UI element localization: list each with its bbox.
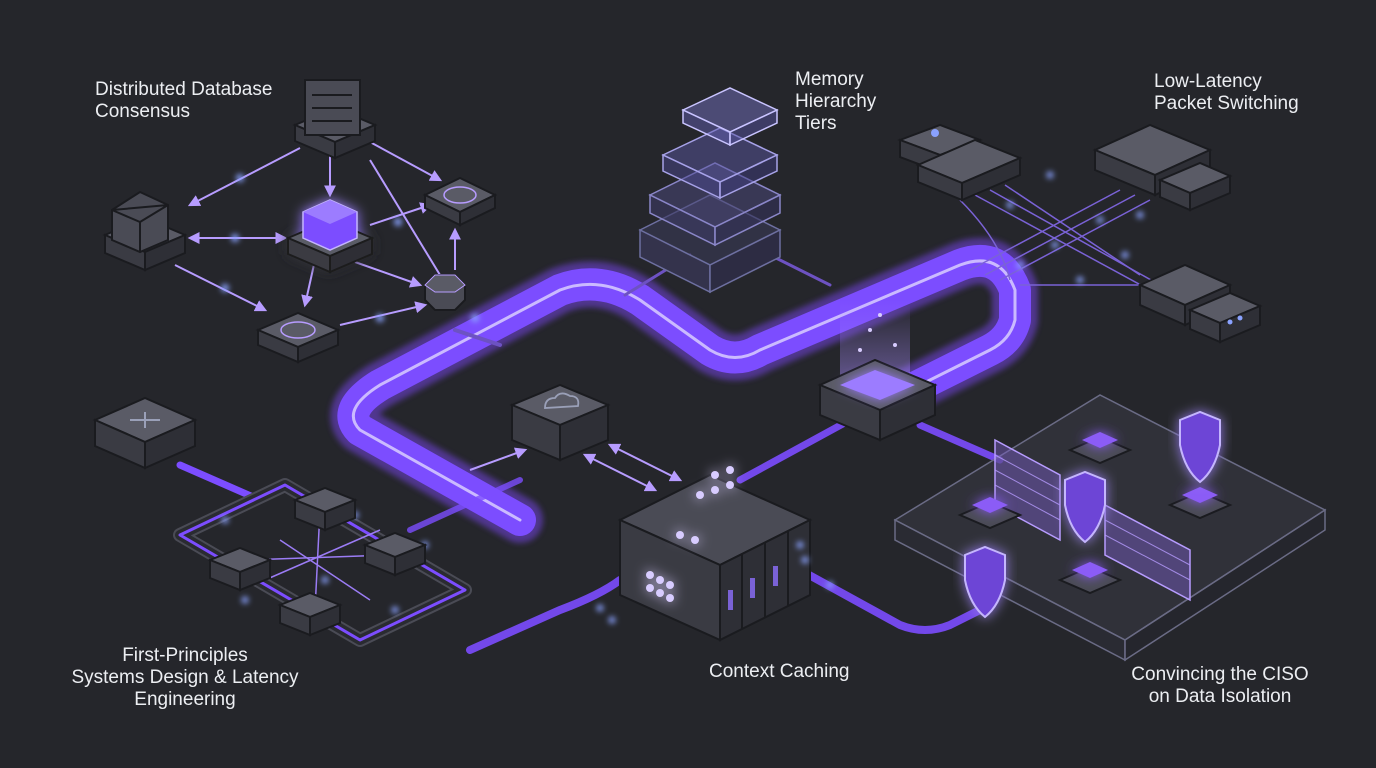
database-icon [102, 190, 188, 272]
label-context-caching: Context Caching [709, 661, 850, 682]
label-first-principles: First-Principles Systems Design & Latenc… [71, 645, 299, 710]
cache-server-rack [596, 466, 834, 642]
leader-node [285, 199, 375, 274]
data-isolation-platform [893, 394, 1327, 662]
main-data-conduit [330, 238, 1038, 543]
first-principles-cluster [92, 396, 472, 647]
label-low-latency-packet-switching: Low-Latency Packet Switching [1154, 71, 1299, 114]
switch-icon [1137, 263, 1263, 344]
sync-icon [422, 176, 498, 227]
memory-stack-icon [638, 87, 782, 294]
label-memory-hierarchy-tiers: Memory Hierarchy Tiers [795, 69, 877, 134]
switch-icon [897, 123, 1023, 202]
packet-switching-cluster [897, 123, 1263, 344]
sync-icon [255, 311, 341, 364]
switch-icon [1092, 123, 1233, 212]
router-icon [92, 396, 198, 470]
consensus-cluster [102, 79, 498, 364]
server-rack-icon [292, 79, 378, 160]
firewall-icon [1104, 503, 1191, 602]
shield-icon [1064, 470, 1106, 544]
firewall-icon [994, 438, 1061, 542]
label-convincing-the-ciso: Convincing the CISO on Data Isolation [1131, 664, 1309, 707]
shield-icon [964, 545, 1006, 619]
shield-icon [1179, 410, 1221, 484]
label-distributed-database-consensus: Distributed Database Consensus [95, 79, 273, 122]
cache-node [817, 300, 938, 442]
router-icon [424, 274, 466, 311]
cloud-icon [469, 383, 683, 492]
